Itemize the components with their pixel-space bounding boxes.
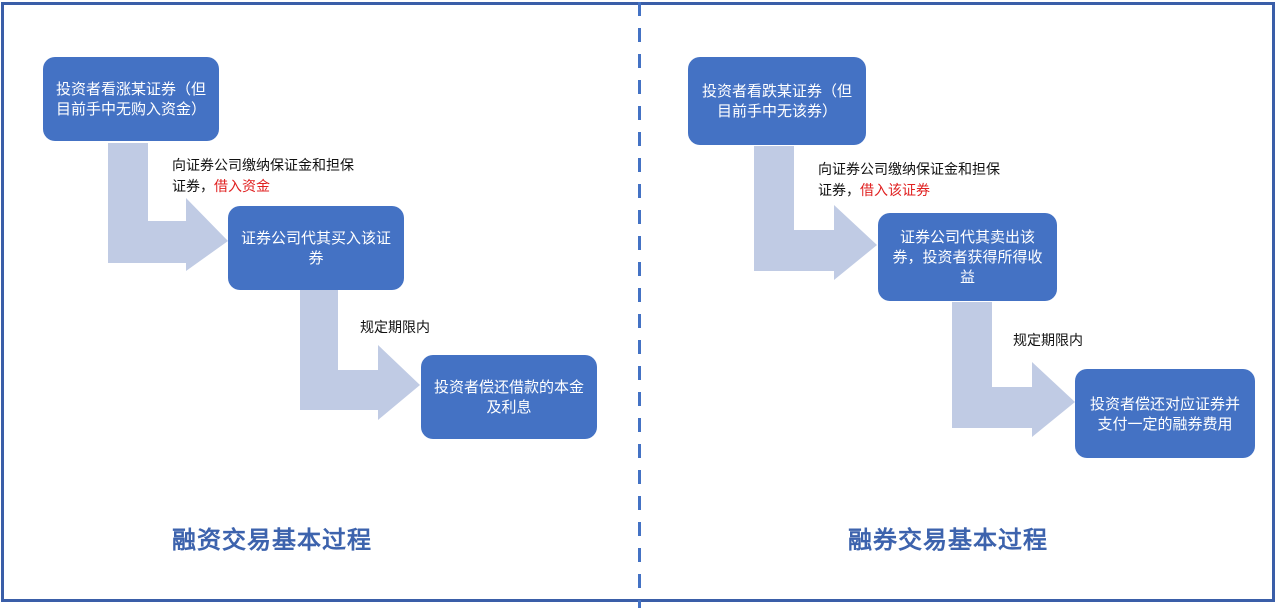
bent-arrow-right-2 bbox=[952, 302, 1075, 437]
step-text: 投资者偿还对应证券并支付一定的融券费用 bbox=[1089, 394, 1240, 433]
step-box-right-1: 投资者看跌某证券（但目前手中无该券） bbox=[688, 57, 866, 145]
highlight-text: 借入该证券 bbox=[860, 183, 930, 199]
step-box-right-2: 证券公司代其卖出该券，投资者获得所得收益 bbox=[878, 213, 1057, 301]
step-text: 投资者偿还借款的本金及利息 bbox=[433, 378, 584, 416]
bent-arrow-right-1 bbox=[754, 146, 877, 280]
transition-label-right-1: 向证券公司缴纳保证金和担保证券，借入该证券 bbox=[818, 162, 1000, 199]
step-text: 证券公司代其卖出该券，投资者获得所得收益 bbox=[892, 228, 1043, 286]
step-text: 证券公司代其买入该证券 bbox=[240, 229, 391, 267]
highlight-text: 借入资金 bbox=[214, 179, 270, 195]
step-box-right-3: 投资者偿还对应证券并支付一定的融券费用 bbox=[1075, 369, 1255, 458]
transition-label-left-2: 规定期限内 bbox=[360, 320, 430, 336]
panel-title-left: 融资交易基本过程 bbox=[172, 526, 372, 554]
step-text: 投资者看涨某证券（但目前手中无购入资金） bbox=[55, 80, 206, 118]
step-box-left-1: 投资者看涨某证券（但目前手中无购入资金） bbox=[43, 57, 219, 141]
dashed-divider bbox=[638, 2, 641, 608]
bent-arrow-left-2 bbox=[300, 290, 420, 420]
bent-arrow-left-1 bbox=[108, 143, 228, 271]
transition-label-right-2: 规定期限内 bbox=[1013, 333, 1083, 349]
step-box-left-2: 证券公司代其买入该证券 bbox=[228, 206, 404, 290]
panel-title-right: 融券交易基本过程 bbox=[848, 526, 1048, 554]
step-box-left-3: 投资者偿还借款的本金及利息 bbox=[421, 355, 597, 439]
step-text: 投资者看跌某证券（但目前手中无该券） bbox=[701, 82, 852, 120]
transition-label-left-1: 向证券公司缴纳保证金和担保证券，借入资金 bbox=[172, 158, 354, 195]
